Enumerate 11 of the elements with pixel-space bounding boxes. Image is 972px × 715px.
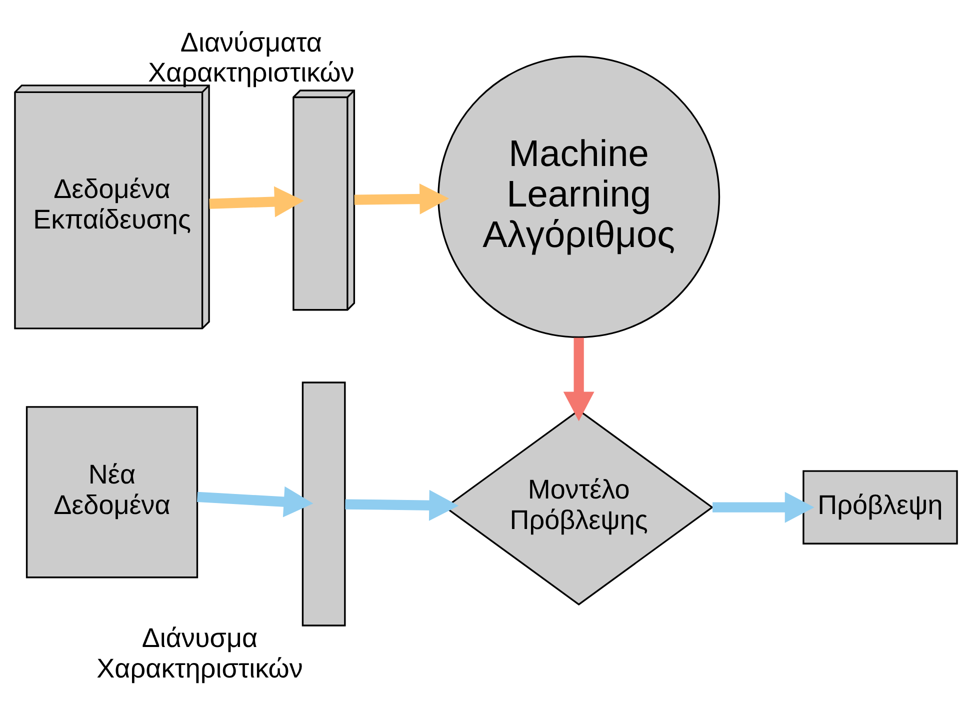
arrow bbox=[354, 182, 450, 214]
node-label: Διάνυσμα Χαρακτηριστικών bbox=[96, 622, 303, 683]
arrow bbox=[345, 489, 459, 520]
arrow bbox=[712, 491, 814, 522]
arrow bbox=[209, 186, 304, 217]
node-box: Νέα Δεδομένα bbox=[26, 406, 198, 578]
arrow bbox=[196, 486, 314, 517]
node-box: Πρόβλεψη bbox=[802, 470, 958, 544]
arrow bbox=[563, 337, 594, 421]
node-box bbox=[302, 381, 346, 626]
node-circle: Machine Learning Αλγόριθμος bbox=[438, 55, 720, 338]
